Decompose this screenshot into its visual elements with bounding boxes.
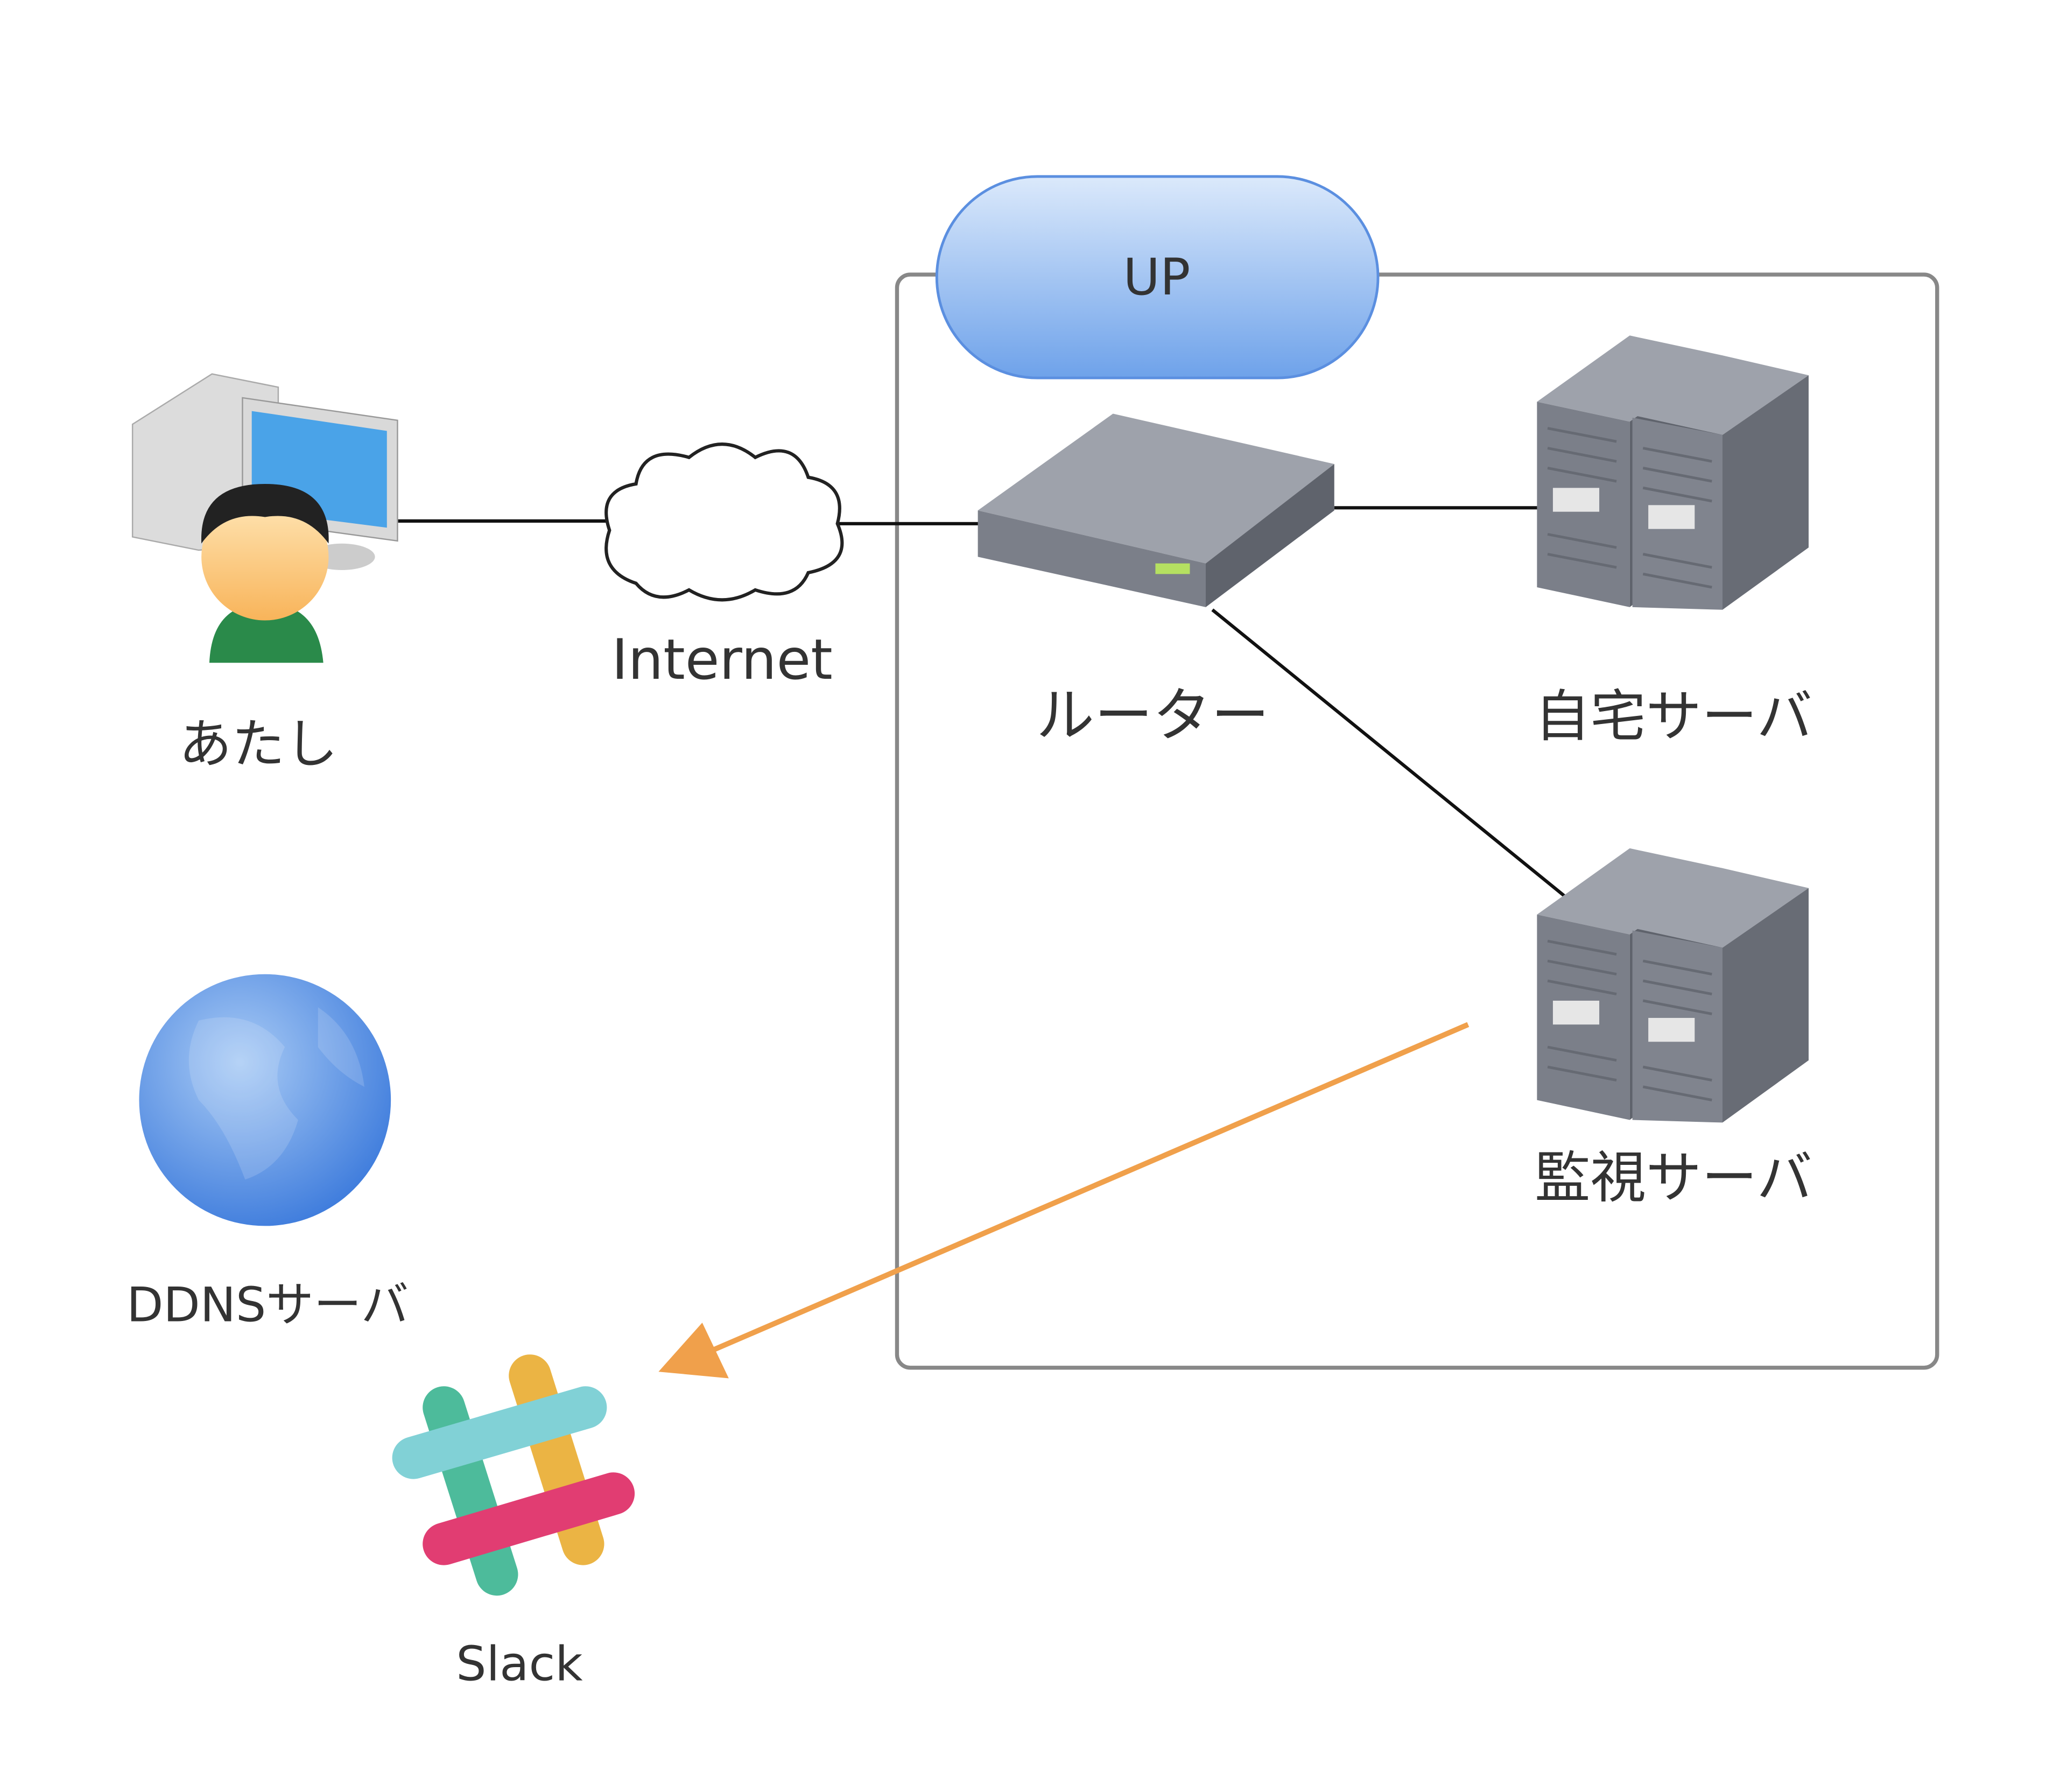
node-router[interactable]: ルーター	[978, 413, 1334, 750]
group-title: UP	[1123, 248, 1191, 307]
edge-router-monitor-server	[1211, 608, 1567, 899]
group-title-pill[interactable]: UP	[935, 175, 1380, 380]
user-at-pc-icon	[131, 373, 398, 663]
globe-icon	[139, 974, 391, 1226]
label-ddns: DDNSサーバ	[126, 1277, 409, 1333]
server-icon	[1537, 848, 1809, 1123]
connectors	[397, 506, 1567, 899]
slack-logo-icon	[392, 1354, 635, 1596]
label-slack: Slack	[456, 1636, 583, 1692]
arrowhead-icon	[658, 1323, 729, 1379]
node-monitor-server[interactable]: 監視サーバ	[1535, 848, 1812, 1210]
node-me[interactable]: あたし	[131, 373, 398, 775]
label-router: ルーター	[1036, 681, 1269, 750]
label-me: あたし	[179, 714, 338, 775]
label-internet: Internet	[611, 628, 832, 692]
router-icon	[978, 413, 1334, 607]
edge-monitor-to-slack	[658, 1022, 1470, 1379]
node-home-server[interactable]: 自宅サーバ	[1535, 335, 1812, 749]
label-monitor-server: 監視サーバ	[1535, 1146, 1812, 1210]
node-ddns[interactable]: DDNSサーバ	[126, 974, 409, 1333]
node-slack[interactable]: Slack	[392, 1354, 635, 1692]
node-internet[interactable]: Internet	[604, 442, 844, 692]
server-icon	[1537, 335, 1809, 610]
cloud-icon	[604, 442, 844, 602]
label-home-server: 自宅サーバ	[1535, 685, 1812, 749]
group-boundary	[895, 272, 1939, 1370]
